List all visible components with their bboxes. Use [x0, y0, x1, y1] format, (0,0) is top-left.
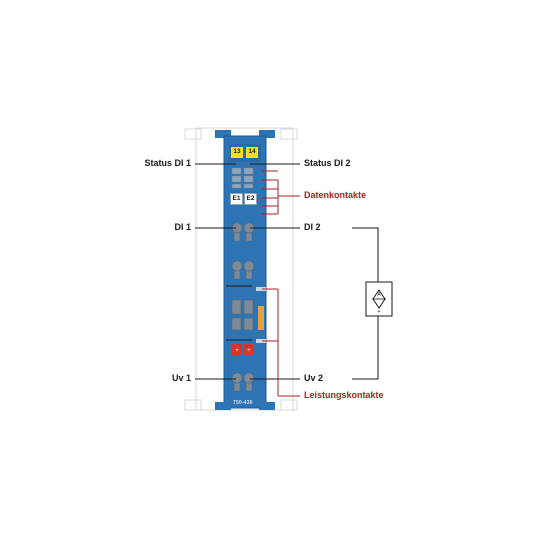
bottom-latch-left [215, 402, 231, 410]
data-contact-block [231, 167, 254, 189]
label-di1: DI 1 [174, 222, 191, 232]
channel-label-e2: E2 [244, 193, 257, 205]
bottom-latch-right [259, 402, 275, 410]
leistungskontakte-bracket [262, 288, 300, 397]
article-number: 750-430 [233, 400, 253, 406]
top-latch-left [215, 130, 231, 138]
circuit-wire-top [352, 227, 379, 282]
label-status-di2: Status DI 2 [304, 158, 351, 168]
led-label-14: 14 [246, 147, 258, 158]
label-status-di1: Status DI 1 [144, 158, 191, 168]
label-uv1: Uv 1 [171, 373, 191, 383]
ghost-housing [184, 127, 298, 411]
label-leistungskontakte: Leistungskontakte [304, 390, 384, 400]
channel-label-e1: E1 [230, 193, 243, 205]
svg-text:+: + [247, 348, 251, 354]
clamp-terminals [231, 222, 255, 392]
label-di2: DI 2 [304, 222, 321, 232]
circuit-wire-bottom [352, 316, 379, 380]
clamp-uv1 [231, 372, 243, 384]
datenkontakte-bracket [262, 170, 300, 215]
power-jumper-top [256, 287, 266, 291]
sensor-symbol: A + [365, 281, 393, 317]
power-jumper-bottom [256, 339, 266, 343]
clamp-uv2 [243, 372, 255, 384]
label-datenkontakte: Datenkontakte [304, 190, 367, 200]
power-contact [258, 306, 264, 330]
svg-text:+: + [378, 309, 381, 315]
terminal-module: + + [215, 130, 275, 410]
leader-lines [195, 163, 379, 380]
led-label-13: 13 [231, 147, 243, 158]
svg-text:+: + [235, 348, 239, 354]
svg-text:A: A [377, 292, 381, 298]
fuse-marker-right [244, 344, 254, 356]
top-latch-right [259, 130, 275, 138]
fuse-marker-left [232, 344, 242, 356]
clamp-slots [231, 299, 254, 331]
label-uv2: Uv 2 [304, 373, 324, 383]
